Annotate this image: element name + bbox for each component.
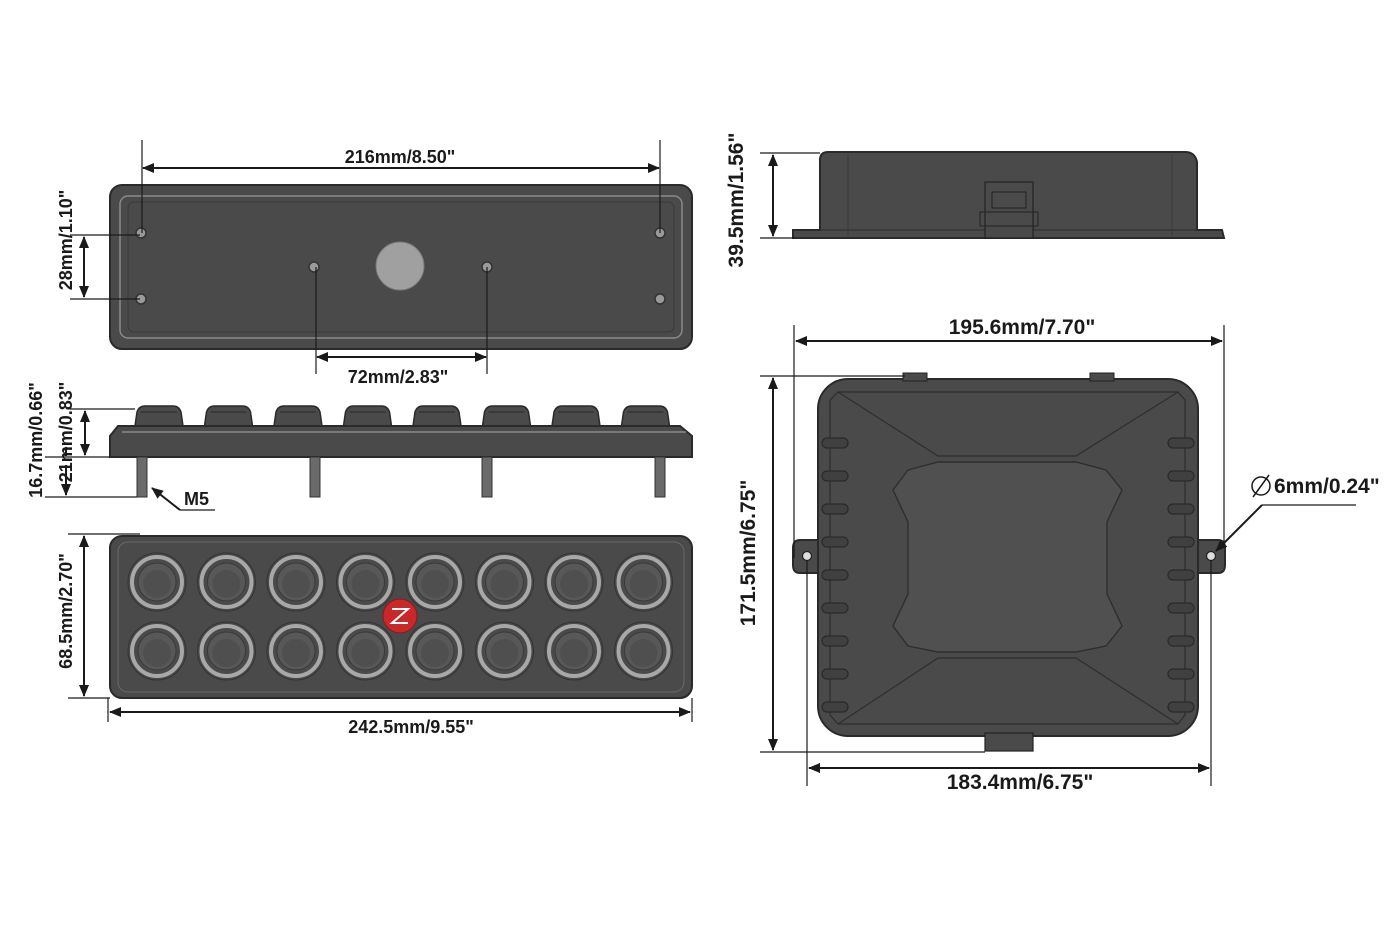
top-hole-height-label: 28mm/1.10" [56, 190, 76, 291]
vent-slot [1167, 635, 1195, 647]
vent-slot [821, 503, 849, 515]
vent-slot [1167, 701, 1195, 713]
vent-slot [821, 536, 849, 548]
front-width-label: 242.5mm/9.55" [348, 717, 474, 737]
top-view: 216mm/8.50" 72mm/2.83" 28mm/1.10" [56, 140, 693, 387]
stud-label: M5 [184, 489, 209, 509]
side-button [551, 405, 601, 427]
vent-slot [821, 635, 849, 647]
side-button [620, 405, 671, 427]
panel-button [405, 552, 465, 612]
hole-diameter-label: 6mm/0.24" [1274, 475, 1380, 498]
panel-button [266, 552, 326, 612]
vent-slot [821, 701, 849, 713]
panel-button [475, 621, 534, 681]
vent-slot [821, 470, 849, 482]
side-body-height-label: 21mm/0.83" [56, 382, 76, 483]
connector [979, 181, 1039, 239]
module-top-view: 6mm/0.24" 195.6mm/7.70" 183.4mm/6.75" 17… [737, 316, 1380, 794]
panel-button [127, 552, 187, 612]
bottom-connector [984, 732, 1034, 752]
top-inner-spacing-label: 72mm/2.83" [348, 367, 449, 387]
top-width-label: 216mm/8.50" [345, 147, 456, 167]
logo [382, 598, 418, 634]
panel-button [336, 621, 395, 681]
vent-slot [1167, 602, 1195, 614]
front-height-label: 68.5mm/2.70" [56, 553, 76, 669]
side-total-height-label: 16.7mm/0.66" [26, 382, 46, 498]
front-view: 242.5mm/9.55" 68.5mm/2.70" [56, 533, 693, 737]
side-button [134, 405, 184, 427]
module-side-height-label: 39.5mm/1.56" [725, 133, 748, 268]
module-bottom-width-label: 183.4mm/6.75" [947, 771, 1094, 794]
module-top-width-label: 195.6mm/7.70" [949, 316, 1096, 339]
side-button [481, 405, 532, 427]
vent-slot [821, 602, 849, 614]
panel-button [266, 621, 326, 681]
side-button [273, 405, 323, 427]
vent-slot [821, 437, 849, 449]
mounting-studs [136, 456, 666, 498]
panel-button [197, 552, 256, 612]
diameter-symbol-icon [1251, 476, 1271, 496]
vent-slots-right [1167, 437, 1195, 713]
module-side-view: 39.5mm/1.56" [725, 133, 1226, 268]
panel-button [336, 552, 395, 612]
vent-slot [1167, 569, 1195, 581]
front-buttons [127, 552, 673, 681]
vent-slots-left [821, 437, 849, 713]
module-depth-label: 171.5mm/6.75" [737, 480, 760, 627]
side-buttons [134, 405, 671, 427]
side-button [412, 405, 462, 427]
vent-slot [821, 569, 849, 581]
vent-slot [1167, 503, 1195, 515]
panel-button [197, 621, 256, 681]
panel-button [614, 621, 673, 681]
side-button [203, 405, 254, 427]
side-view: M5 21mm/0.83" 16.7mm/0.66" [26, 382, 693, 511]
vent-slot [1167, 668, 1195, 680]
vent-slot [821, 668, 849, 680]
panel-button [544, 621, 604, 681]
center-port [375, 241, 425, 291]
panel-button [614, 552, 673, 612]
vent-slot [1167, 536, 1195, 548]
panel-button [544, 552, 604, 612]
vent-slot [1167, 470, 1195, 482]
panel-button [127, 621, 187, 681]
vent-slot [1167, 437, 1195, 449]
panel-button [405, 621, 465, 681]
panel-button [475, 552, 534, 612]
side-button [342, 405, 393, 427]
mounting-holes [135, 227, 666, 305]
